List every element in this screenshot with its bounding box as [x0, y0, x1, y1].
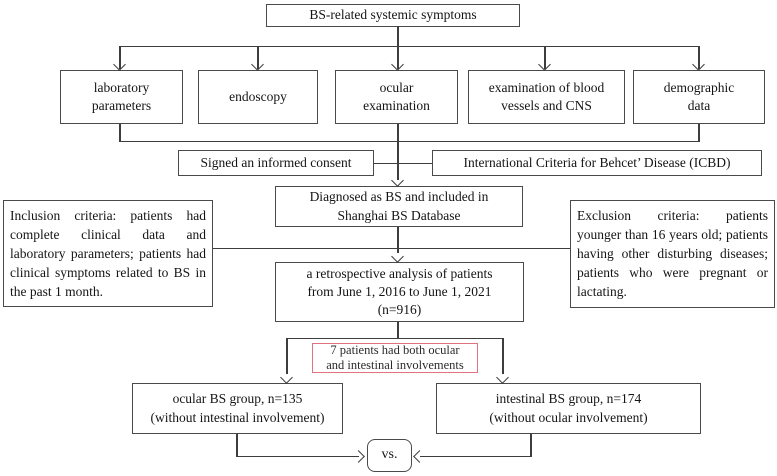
arrow-to-intestinal-group	[502, 338, 504, 374]
arrowhead-vs-right-icon	[413, 450, 426, 463]
arrowhead-diagnosed-icon	[391, 174, 404, 187]
connector-laboratory-down	[119, 124, 121, 142]
arrowhead-vessels-icon	[538, 58, 551, 71]
connector-bus-middle	[120, 140, 700, 142]
node-blood-vessels-cns: examination of blood vessels and CNS	[468, 70, 625, 124]
connector-intestinal-to-vs	[420, 455, 531, 457]
arrowhead-endoscopy-icon	[251, 58, 264, 71]
connector-consent-link	[374, 162, 398, 164]
node-exclusion-criteria: Exclusion criteria: patients younger tha…	[570, 200, 775, 308]
node-demographic-data: demographic data	[633, 70, 765, 124]
arrowhead-vs-left-icon	[352, 450, 365, 463]
connector-diagnosed-to-analysis	[397, 227, 399, 253]
arrow-to-endoscopy	[257, 46, 259, 69]
connector-bus-top	[120, 45, 700, 47]
arrow-to-vessels-cns	[544, 46, 546, 69]
node-endoscopy: endoscopy	[198, 70, 318, 124]
connector-ocular-to-vs	[237, 455, 359, 457]
arrowhead-demographic-icon	[692, 58, 705, 71]
arrow-to-demographic	[698, 46, 700, 69]
arrowhead-ocular-icon	[391, 58, 404, 71]
connector-central-stem	[397, 124, 399, 180]
node-ocular-bs-group: ocular BS group, n=135 (without intestin…	[132, 383, 343, 434]
arrowhead-ocular-group-icon	[280, 371, 293, 384]
arrow-to-ocular-group	[286, 338, 288, 374]
arrowhead-laboratory-icon	[113, 58, 126, 71]
connector-bus-split	[287, 337, 503, 339]
connector-criteria-line	[213, 247, 570, 249]
connector-intestinal-group-down	[530, 434, 532, 457]
node-retrospective-analysis: a retrospective analysis of patients fro…	[275, 262, 524, 322]
connector-analysis-down	[397, 322, 399, 339]
node-intestinal-bs-group: intestinal BS group, n=174 (without ocul…	[436, 383, 701, 434]
node-icbd-criteria: International Criteria for Behcet’ Disea…	[432, 150, 762, 176]
node-ocular-examination: ocular examination	[335, 70, 458, 124]
connector-demographic-down	[698, 124, 700, 142]
node-overlap-note: 7 patients had both ocular and intestina…	[312, 343, 478, 373]
arrow-to-ocular-exam	[397, 46, 399, 69]
connector-icbd-link	[398, 162, 432, 164]
node-laboratory-parameters: laboratory parameters	[60, 70, 183, 124]
connector-top-stem	[397, 26, 399, 47]
node-diagnosed-bs-database: Diagnosed as BS and included in Shanghai…	[275, 186, 523, 227]
node-inclusion-criteria: Inclusion criteria: patients had complet…	[3, 200, 213, 307]
node-informed-consent: Signed an informed consent	[178, 150, 374, 176]
arrowhead-analysis-icon	[391, 250, 404, 263]
arrow-to-laboratory	[119, 46, 121, 69]
connector-ocular-group-down	[236, 434, 238, 457]
node-systemic-symptoms: BS-related systemic symptoms	[266, 4, 520, 27]
node-versus: vs.	[367, 439, 412, 472]
arrowhead-intestinal-group-icon	[496, 371, 509, 384]
